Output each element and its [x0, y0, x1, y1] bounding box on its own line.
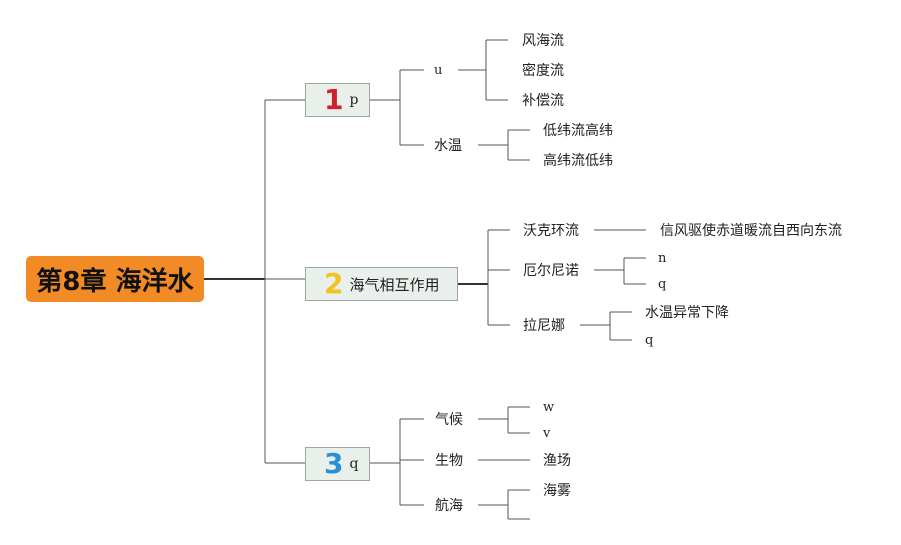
node-high-to-low[interactable]: 高纬流低纬	[543, 153, 613, 169]
node-trade-wind[interactable]: 信风驱使赤道暖流自西向东流	[660, 223, 842, 239]
node-n[interactable]: n	[658, 251, 667, 266]
node-compensation-current[interactable]: 补偿流	[522, 93, 564, 109]
node-biology[interactable]: 生物	[435, 453, 463, 469]
node-climate[interactable]: 气候	[435, 412, 463, 428]
node-q-1[interactable]: q	[658, 277, 667, 292]
root-title: 第8章 海洋水	[36, 266, 194, 297]
branch-3-label: q	[349, 456, 359, 472]
branch-2-number: 2	[324, 267, 344, 300]
node-el-nino[interactable]: 厄尔尼诺	[523, 263, 579, 279]
branch-2[interactable]: 2 海气相互作用	[305, 267, 458, 301]
node-u[interactable]: u	[434, 63, 443, 78]
branch-2-label: 海气相互作用	[349, 275, 440, 294]
node-fishing-ground[interactable]: 渔场	[543, 453, 571, 469]
node-w[interactable]: w	[543, 400, 555, 415]
root-topic[interactable]: 第8章 海洋水	[26, 256, 204, 302]
branch-1[interactable]: 1 p	[305, 83, 370, 117]
node-navigation[interactable]: 航海	[435, 498, 463, 514]
node-q-2[interactable]: q	[645, 333, 654, 348]
node-la-nina[interactable]: 拉尼娜	[523, 318, 565, 334]
node-sea-fog[interactable]: 海雾	[543, 483, 571, 499]
node-v[interactable]: v	[543, 426, 551, 441]
node-water-temp[interactable]: 水温	[434, 138, 462, 154]
branch-1-number: 1	[324, 83, 344, 116]
node-walker[interactable]: 沃克环流	[523, 223, 579, 239]
branch-3-number: 3	[324, 447, 344, 480]
node-density-current[interactable]: 密度流	[522, 63, 564, 79]
node-wind-current[interactable]: 风海流	[522, 33, 564, 49]
branch-3[interactable]: 3 q	[305, 447, 370, 481]
node-temp-drop[interactable]: 水温异常下降	[645, 305, 729, 321]
node-low-to-high[interactable]: 低纬流高纬	[543, 123, 613, 139]
branch-1-label: p	[349, 92, 359, 108]
